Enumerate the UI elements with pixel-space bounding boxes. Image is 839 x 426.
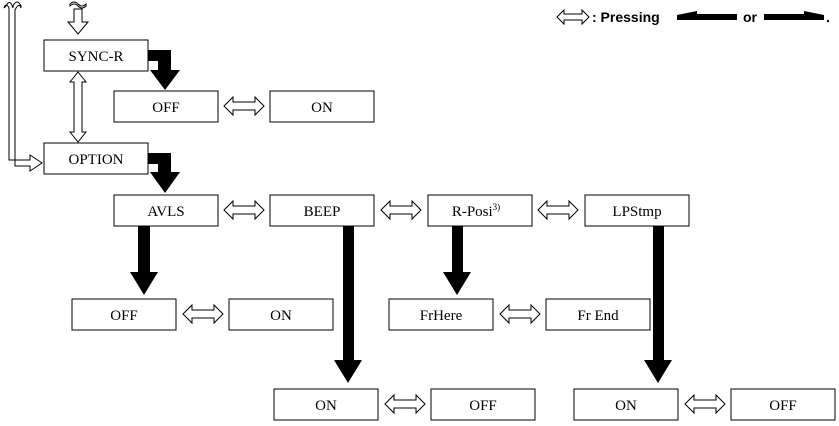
avls-beep-toggle-arrow-icon [223, 199, 265, 221]
avls-on-label: ON [270, 308, 292, 324]
legend-label: : Pressing [592, 9, 660, 25]
lpstmp-box[interactable]: LPStmp [584, 194, 690, 227]
beep-value-toggle-arrow-icon [384, 393, 426, 415]
beep-box[interactable]: BEEP [269, 194, 375, 227]
lpstmp-value-toggle-arrow-icon [684, 393, 726, 415]
sync-r-down-arrow-icon [148, 50, 180, 90]
option-box[interactable]: OPTION [43, 142, 149, 175]
legend-period: . [826, 9, 830, 25]
lpstmp-label: LPStmp [612, 204, 661, 220]
lpstmp-down-arrow-icon [644, 226, 672, 383]
lpstmp-on-box[interactable]: ON [573, 388, 679, 421]
beep-off-label: OFF [469, 398, 497, 414]
legend-or: or [743, 9, 758, 25]
legend: : Pressing or . [556, 8, 830, 26]
rposi-value-toggle-arrow-icon [499, 303, 541, 325]
sync-off-label: OFF [152, 100, 180, 116]
beep-label: BEEP [304, 204, 341, 220]
sync-toggle-arrow-icon [223, 95, 265, 117]
sync-off-box[interactable]: OFF [113, 90, 219, 123]
r-posi-box[interactable]: R-Posi3) [427, 194, 533, 227]
avls-off-label: OFF [110, 308, 138, 324]
svg-text:R-Posi3): R-Posi3) [452, 202, 500, 220]
frhere-label: FrHere [420, 308, 463, 324]
sync-r-box[interactable]: SYNC-R [43, 39, 149, 72]
legend-toggle-arrow-icon [556, 8, 590, 26]
r-posi-label: R-Posi [452, 204, 493, 220]
beep-on-box[interactable]: ON [273, 388, 379, 421]
r-posi-footnote: 3) [493, 202, 501, 212]
frend-label: Fr End [577, 308, 619, 324]
lpstmp-off-box[interactable]: OFF [730, 388, 836, 421]
frend-box[interactable]: Fr End [545, 298, 651, 331]
top-incoming-arrow-icon [66, 1, 90, 35]
avls-value-toggle-arrow-icon [182, 303, 224, 325]
legend-left-arrow-icon [677, 11, 737, 20]
frhere-box[interactable]: FrHere [388, 298, 494, 331]
beep-rposi-toggle-arrow-icon [380, 199, 422, 221]
option-down-arrow-icon [148, 153, 180, 193]
vertical-toggle-arrow-icon [68, 71, 88, 143]
avls-on-box[interactable]: ON [228, 298, 334, 331]
avls-label: AVLS [147, 204, 184, 220]
legend-right-arrow-icon [764, 11, 824, 20]
beep-on-label: ON [315, 398, 337, 414]
lpstmp-on-label: ON [615, 398, 637, 414]
return-loop-line [3, 1, 43, 172]
lpstmp-off-label: OFF [769, 398, 797, 414]
beep-off-box[interactable]: OFF [430, 388, 536, 421]
avls-off-box[interactable]: OFF [71, 298, 177, 331]
option-label: OPTION [69, 152, 124, 168]
beep-down-arrow-icon [334, 226, 362, 383]
r-posi-down-arrow-icon [443, 226, 471, 295]
sync-r-label: SYNC-R [68, 49, 123, 65]
sync-on-label: ON [311, 100, 333, 116]
rposi-lpstmp-toggle-arrow-icon [537, 199, 579, 221]
avls-down-arrow-icon [130, 226, 158, 295]
avls-box[interactable]: AVLS [113, 194, 219, 227]
sync-on-box[interactable]: ON [269, 90, 375, 123]
